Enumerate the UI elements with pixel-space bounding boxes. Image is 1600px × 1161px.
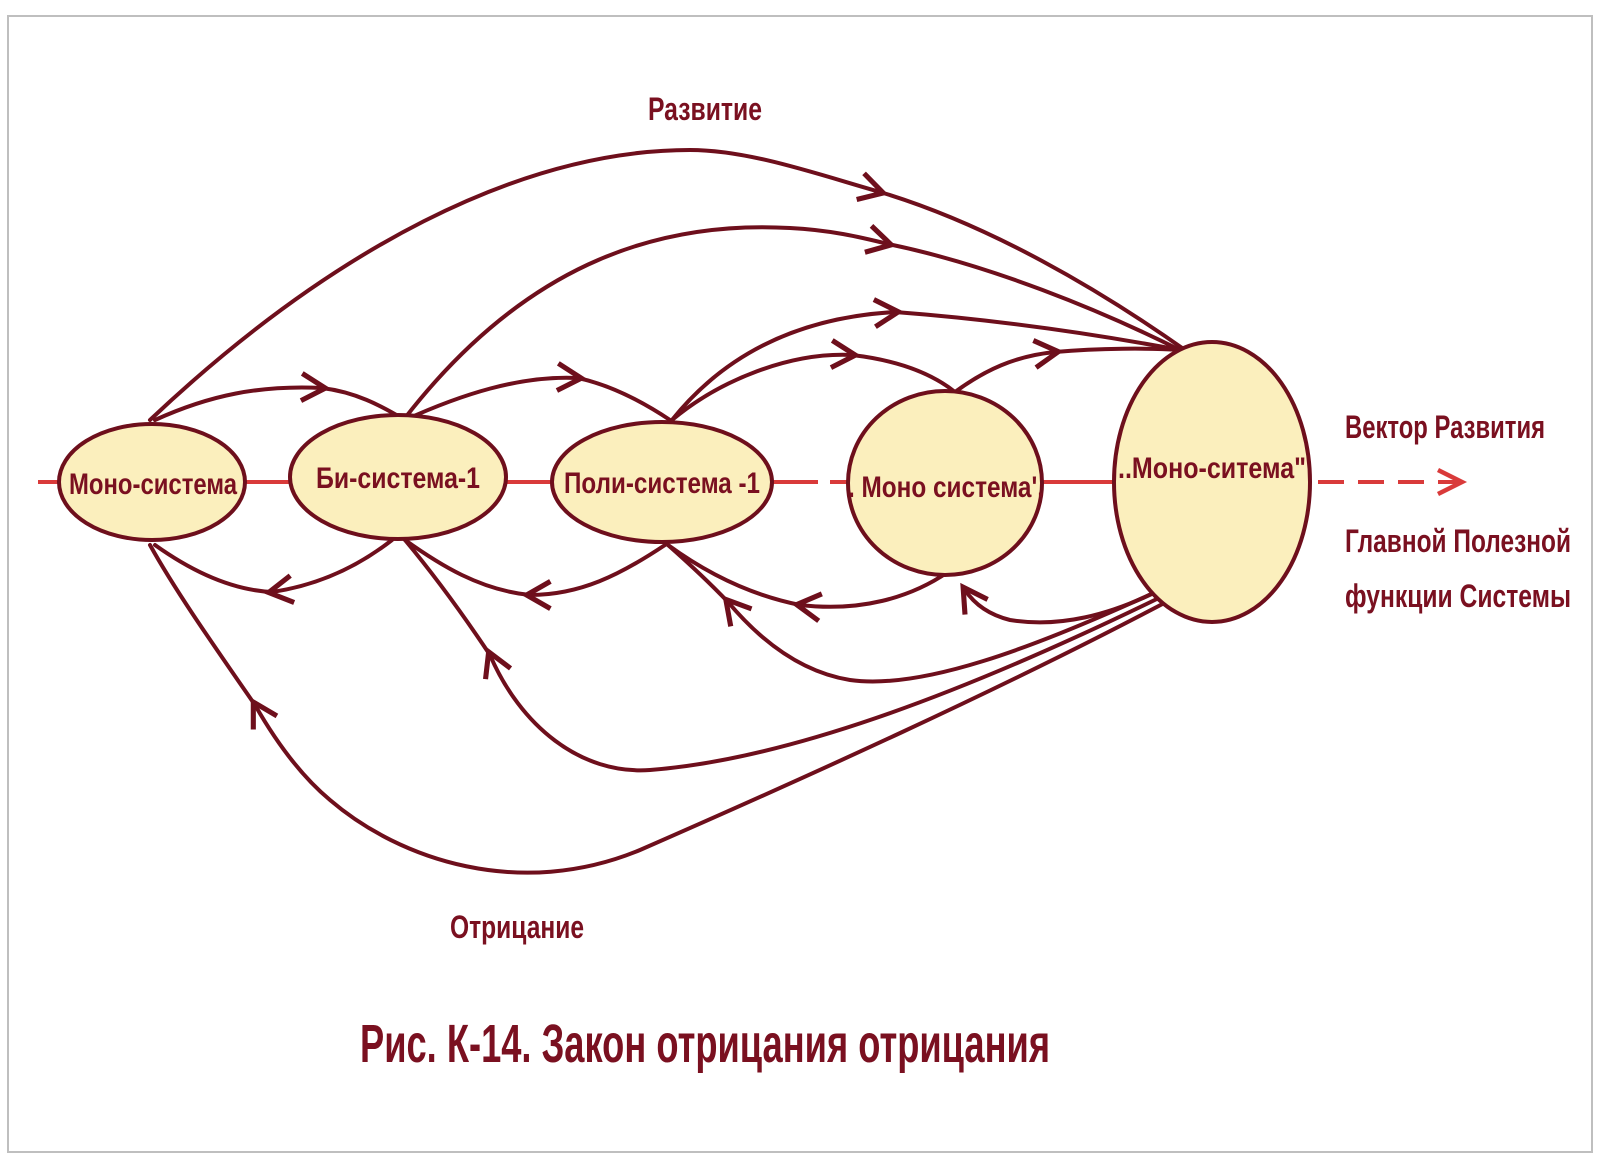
negation-label: Отрицание xyxy=(450,909,584,945)
curve-final-to-mono-outer-tail xyxy=(148,543,257,707)
node-bi-system: Би-система-1 xyxy=(288,413,508,541)
curve-bi-to-final-tail xyxy=(886,242,1182,352)
curve-mono-to-final-outer-tail xyxy=(878,190,1187,352)
curve-final-to-poli xyxy=(722,588,1162,684)
development-vector-label: Вектор Развития Главной Полезной функции… xyxy=(1345,409,1571,614)
nodes: Моно-система Би-система-1 Поли-система -… xyxy=(57,340,1312,624)
vector-label-line2: Главной Полезной xyxy=(1345,523,1571,559)
curve-mono2-to-poli-tail xyxy=(666,543,802,607)
node-mono-system-double-prime: ..Моно-ситема" xyxy=(1112,340,1312,624)
curve-poli-to-bi xyxy=(521,543,667,611)
development-label: Развитие xyxy=(648,91,762,127)
curve-bi-to-final xyxy=(403,224,897,420)
curve-final-to-mono-outer xyxy=(250,598,1172,875)
node-mono-system-label: Моно-система xyxy=(69,468,237,501)
curve-mono2-to-final xyxy=(953,338,1064,394)
curve-poli-to-final-tail xyxy=(893,310,1182,352)
curve-poli-to-bi-tail xyxy=(403,538,532,597)
curve-bi-to-poli xyxy=(403,361,587,422)
curve-poli-to-final xyxy=(670,297,904,422)
curve-mono-to-final-outer xyxy=(148,147,889,422)
node-mono-system-prime: . Моно система'. xyxy=(846,389,1044,577)
vector-label-line1: Вектор Развития xyxy=(1345,409,1545,445)
curve-final-to-mono2 xyxy=(960,582,1162,625)
curve-final-to-bi-tail xyxy=(403,538,492,657)
curve-mono-to-bi xyxy=(153,371,331,422)
curve-mono2-to-poli xyxy=(791,570,950,623)
curve-bi-to-mono xyxy=(263,538,394,605)
vector-label-line3: функции Системы xyxy=(1345,578,1571,614)
curve-bi-to-mono-tail xyxy=(153,543,274,594)
development-curves xyxy=(148,147,1187,422)
node-poli-system: Поли-система -1 xyxy=(550,420,774,544)
curve-mono2-to-final-tail xyxy=(1053,346,1182,354)
negation-curves xyxy=(148,538,1172,875)
figure-caption: Рис. К-14. Закон отрицания отрицания xyxy=(360,1014,1050,1074)
node-poli-system-label: Поли-система -1 xyxy=(564,467,760,500)
node-mono-system: Моно-система xyxy=(57,422,247,542)
frame-border xyxy=(7,15,1593,1153)
curve-final-to-bi xyxy=(483,593,1167,773)
node-bi-system-label: Би-система-1 xyxy=(316,462,480,495)
curve-bi-to-poli-tail xyxy=(576,376,672,422)
curve-poli-to-mono2-tail xyxy=(850,353,957,394)
node-mono-system-prime-label: . Моно система'. xyxy=(848,471,1044,504)
curve-poli-to-mono2 xyxy=(670,338,861,422)
node-mono-system-double-prime-label: ..Моно-ситема" xyxy=(1118,452,1306,485)
